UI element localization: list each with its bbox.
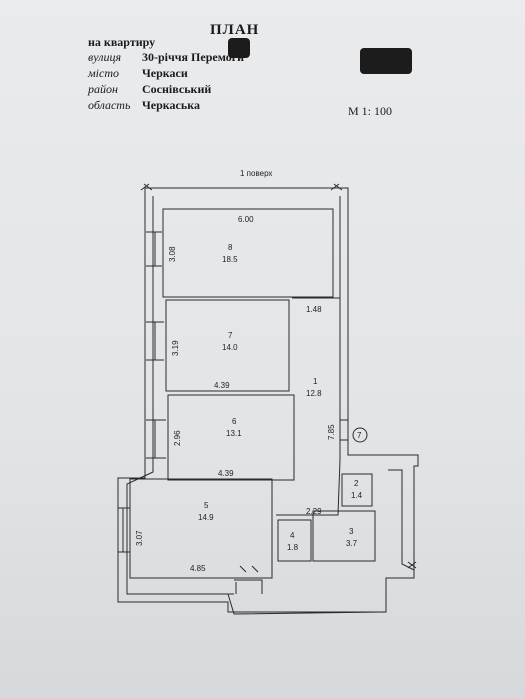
- room-3-outline: [312, 510, 376, 562]
- room-2-number: 2: [354, 479, 359, 488]
- room-7-area: 14.0: [222, 343, 238, 352]
- window: [146, 419, 166, 459]
- floor-label: 1 поверх: [240, 169, 272, 178]
- dim-room6-height: 2.96: [173, 430, 182, 446]
- room-2-outline: [341, 473, 373, 507]
- room-5-number: 5: [204, 501, 209, 510]
- room-3-area: 3.7: [346, 539, 358, 548]
- section-mark: [239, 565, 259, 573]
- section-mark: [330, 183, 343, 191]
- redaction-mark: [360, 48, 412, 74]
- document-title: ПЛАН: [210, 22, 260, 38]
- field-value-district: Соснівський: [142, 82, 212, 96]
- room-1-area: 12.8: [306, 389, 322, 398]
- field-label-city: місто: [88, 66, 119, 80]
- window: [146, 321, 164, 361]
- window: [118, 507, 130, 553]
- room-7-outline: [165, 299, 290, 392]
- entrance-marker: 7: [357, 431, 362, 440]
- inner-wall-line: [126, 196, 234, 595]
- room-7-number: 7: [228, 331, 233, 340]
- room-8-area: 18.5: [222, 255, 238, 264]
- room-6-area: 13.1: [226, 429, 242, 438]
- redaction-mark: [228, 38, 250, 58]
- field-label-district: район: [88, 82, 118, 96]
- room-5-outline: [129, 478, 273, 579]
- room-1-number: 1: [313, 377, 318, 386]
- scale-label: М 1: 100: [348, 104, 393, 118]
- room-5-area: 14.9: [198, 513, 214, 522]
- dim-room5-width: 4.85: [190, 564, 206, 573]
- field-label-street: вулиця: [88, 50, 122, 64]
- window: [146, 231, 162, 267]
- outer-wall: [117, 187, 419, 613]
- dim-room8-height: 3.08: [168, 246, 177, 262]
- room-6-number: 6: [232, 417, 237, 426]
- room-4-number: 4: [290, 531, 295, 540]
- window: [340, 419, 348, 441]
- entrance-bump: [234, 579, 263, 594]
- room-3-number: 3: [349, 527, 354, 536]
- section-mark: [140, 183, 153, 191]
- dim-room5-height: 3.07: [135, 530, 144, 546]
- dim-room7-width: 4.39: [214, 381, 230, 390]
- field-value-street: 30-річчя Перемоги: [142, 50, 245, 64]
- dim-bath-width: 2.29: [306, 507, 322, 516]
- room-4-outline: [277, 519, 312, 562]
- dim-room6-width: 4.39: [218, 469, 234, 478]
- section-mark: [407, 561, 417, 569]
- field-value-city: Черкаси: [142, 66, 188, 80]
- field-label-region: область: [88, 98, 131, 112]
- document-subtitle: на квартиру: [88, 35, 156, 49]
- room-8-number: 8: [228, 243, 233, 252]
- room-8-outline: [162, 208, 334, 298]
- room-2-area: 1.4: [351, 491, 363, 500]
- dim-corridor-width: 1.48: [306, 305, 322, 314]
- dim-room7-height: 3.19: [171, 340, 180, 356]
- dim-room8-width: 6.00: [238, 215, 254, 224]
- entrance-marker-circle: [352, 427, 368, 443]
- entrance-porch: [227, 593, 387, 615]
- dim-corridor-length: 7.85: [327, 424, 336, 440]
- annex-wall: [388, 469, 415, 571]
- room-1-outline: [276, 297, 341, 516]
- room-6-outline: [167, 394, 295, 481]
- room-4-area: 1.8: [287, 543, 299, 552]
- field-value-region: Черкаська: [142, 98, 200, 112]
